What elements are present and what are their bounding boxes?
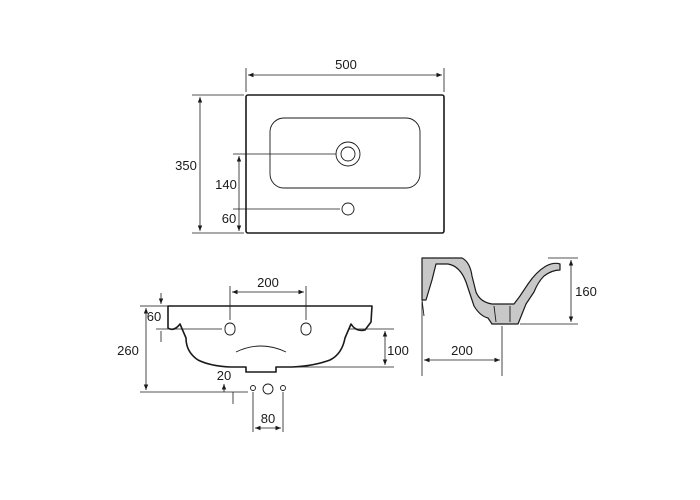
dim-label-20: 20 bbox=[217, 368, 231, 383]
side-section-inner bbox=[493, 305, 511, 323]
overflow-hole bbox=[341, 202, 355, 216]
basin-front-outline bbox=[167, 305, 373, 373]
dim-label-200-front: 200 bbox=[257, 275, 279, 290]
dim-label-100: 100 bbox=[387, 343, 409, 358]
front-bowl-curve bbox=[235, 345, 287, 353]
dim-label-160: 160 bbox=[575, 284, 597, 299]
drain-fix-left bbox=[250, 385, 256, 391]
side-section-rim bbox=[421, 258, 425, 317]
dim-label-350: 350 bbox=[175, 158, 197, 173]
bowl-outline bbox=[269, 117, 421, 189]
side-section-view: 160 200 bbox=[421, 257, 597, 376]
dim-label-60-front: 60 bbox=[147, 309, 161, 324]
front-view: 200 60 260 100 20 80 bbox=[117, 275, 409, 432]
tap-hole-inner bbox=[340, 146, 356, 162]
drain-outlet bbox=[262, 383, 274, 395]
side-section-wall bbox=[421, 257, 561, 325]
dim-label-140: 140 bbox=[215, 177, 237, 192]
dim-label-60-top: 60 bbox=[222, 211, 236, 226]
tap-hole-outer bbox=[335, 141, 361, 167]
dim-label-260: 260 bbox=[117, 343, 139, 358]
top-view: 500 350 140 60 bbox=[175, 57, 445, 234]
dim-label-500: 500 bbox=[335, 57, 357, 72]
dim-label-80: 80 bbox=[261, 411, 275, 426]
dim-label-200-side: 200 bbox=[451, 343, 473, 358]
basin-top-outline bbox=[245, 94, 445, 234]
drain-fix-right bbox=[280, 385, 286, 391]
mount-hole-left bbox=[224, 322, 236, 336]
mount-hole-right bbox=[300, 322, 312, 336]
